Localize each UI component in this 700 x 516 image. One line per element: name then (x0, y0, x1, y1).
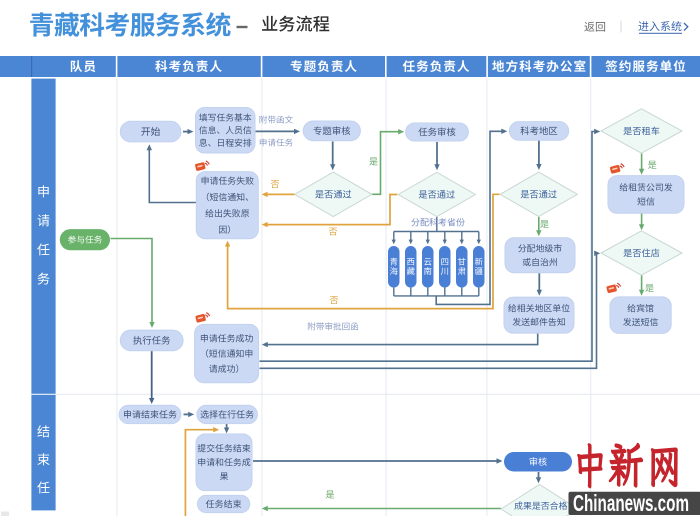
svg-text:Chinanews.com: Chinanews.com (573, 490, 689, 516)
